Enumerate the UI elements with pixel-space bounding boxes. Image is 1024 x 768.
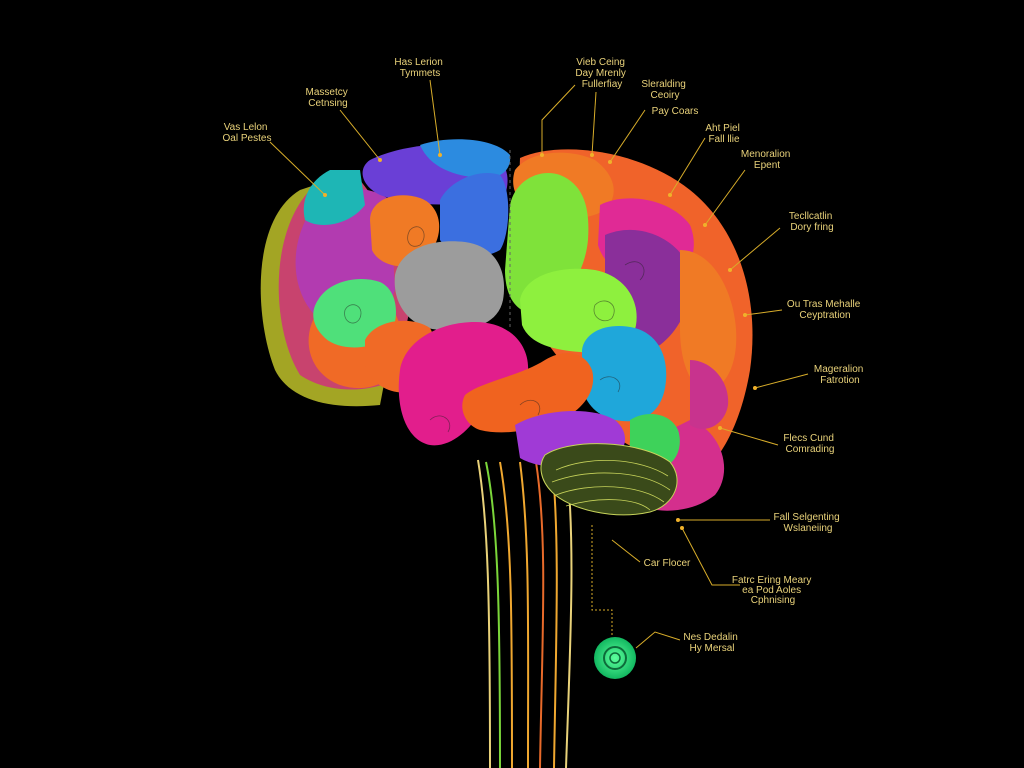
label-pay-coars: Pay Coars bbox=[652, 106, 699, 117]
label-vas-lelon: Vas Lelon Oal Pestes bbox=[223, 122, 272, 144]
label-sleralding: Sleralding Ceoiry bbox=[641, 79, 688, 101]
left-teal-lobe bbox=[303, 170, 365, 225]
node-core bbox=[609, 652, 621, 664]
leader-lines bbox=[269, 79, 809, 649]
label-fall-selgenting: Fall Selgenting Wslaneiing bbox=[774, 512, 843, 534]
label-ou-tras-mehalle: Ou Tras Mehalle Ceyptration bbox=[787, 299, 863, 321]
label-mageralion: Mageralion Fatrotion bbox=[814, 364, 866, 386]
node-ring bbox=[603, 646, 627, 670]
label-massetcy: Massetcy Cetnsing bbox=[305, 87, 350, 109]
right-magenta-side bbox=[690, 360, 729, 429]
label-vieb-ceing: Vieb Ceing Day Mrenly Fullerfiay bbox=[575, 57, 628, 90]
label-fatrc-ering-meary: Fatrc Ering Meary ea Pod Aoles Cphnising bbox=[732, 575, 814, 606]
label-tecllcatlin: Tecllcatlin Dory fring bbox=[789, 211, 835, 233]
brain-stem bbox=[477, 457, 573, 768]
label-menoralion: Menoralion Epent bbox=[741, 149, 793, 171]
brain-right-hemisphere bbox=[398, 149, 753, 516]
right-cyan-lobe bbox=[581, 326, 667, 422]
brain-details bbox=[344, 226, 645, 433]
cerebellum-stripes bbox=[551, 460, 671, 511]
diagram-labels: Has Lerion Tymmets Massetcy Cetnsing Vas… bbox=[223, 57, 866, 654]
bottom-magenta-lobe bbox=[398, 322, 529, 446]
node-outer bbox=[594, 637, 636, 679]
left-blue-lobe bbox=[440, 172, 509, 257]
left-top-blue bbox=[420, 139, 511, 179]
label-car-flocer: Car Flocer bbox=[644, 558, 691, 569]
cerebellum bbox=[540, 443, 678, 516]
left-gray-lobe bbox=[394, 241, 505, 331]
label-nes-dedalin: Nes Dedalin Hy Mersal bbox=[683, 632, 740, 654]
label-flecs-cund: Flecs Cund Comrading bbox=[783, 433, 836, 455]
label-aht-piel: Aht Piel Fall llie bbox=[705, 123, 742, 145]
label-has-lerion: Has Lerion Tymmets bbox=[394, 57, 445, 79]
neuron-node bbox=[594, 637, 636, 679]
right-orange-side bbox=[680, 250, 737, 391]
brain-left-hemisphere bbox=[260, 139, 511, 407]
